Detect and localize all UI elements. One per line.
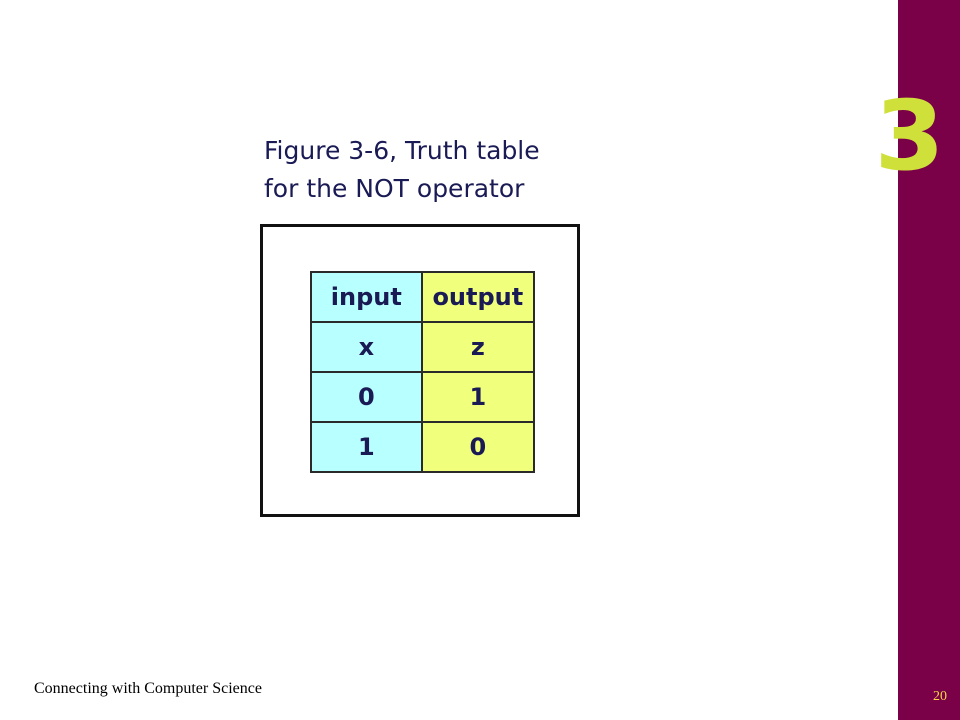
chapter-number: 3 (874, 80, 945, 192)
figure-box: input output x z 0 1 1 0 (260, 224, 580, 517)
figure-caption-line-2: for the NOT operator (264, 174, 525, 203)
slide-number: 20 (933, 689, 947, 704)
footer-text: Connecting with Computer Science (34, 680, 262, 697)
table-cell-input: 0 (310, 371, 423, 423)
side-bar (898, 0, 960, 720)
truth-table: input output x z 0 1 1 0 (310, 271, 536, 473)
table-row: x z (310, 321, 536, 373)
header-cell-input: input (310, 271, 423, 323)
figure-caption: Figure 3-6, Truth table for the NOT oper… (264, 132, 604, 208)
header-cell-output: output (420, 271, 536, 323)
table-cell-input: x (310, 321, 423, 373)
table-cell-input: 1 (310, 421, 423, 473)
table-cell-output: 0 (420, 421, 536, 473)
table-header-row: input output (310, 271, 536, 323)
figure-caption-line-1: Figure 3-6, Truth table (264, 136, 540, 165)
table-row: 1 0 (310, 421, 536, 473)
table-cell-output: z (420, 321, 536, 373)
table-row: 0 1 (310, 371, 536, 423)
table-cell-output: 1 (420, 371, 536, 423)
